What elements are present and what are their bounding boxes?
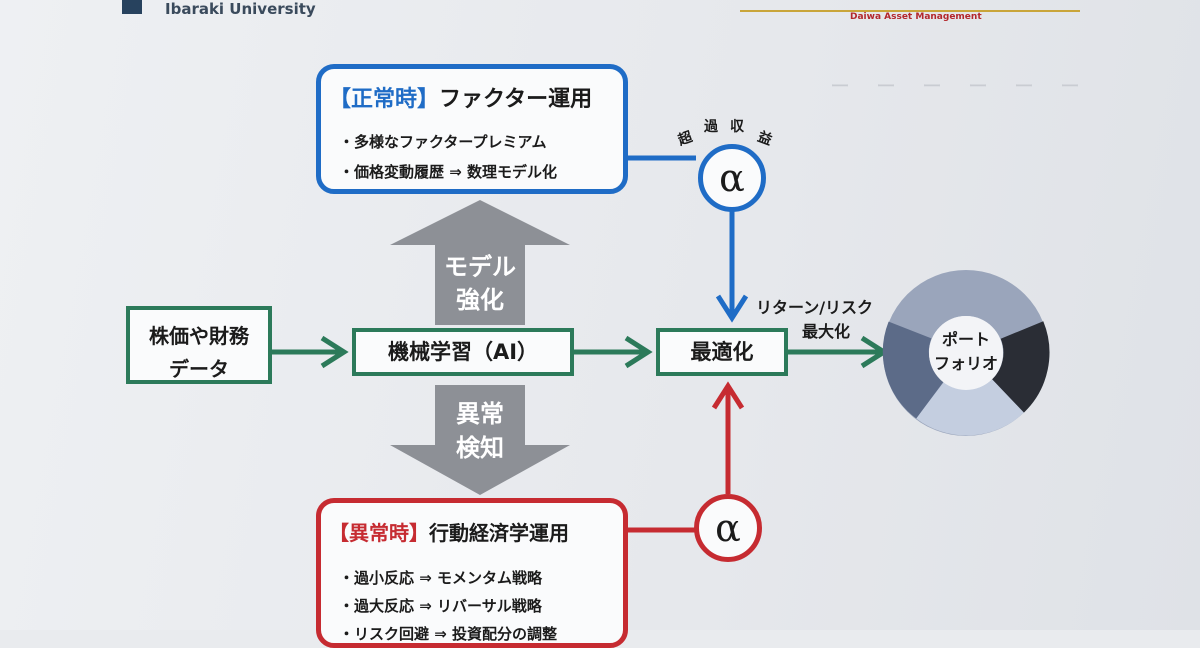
machine-learning-box: 機械学習（AI） [352, 328, 574, 376]
normal-tag: 【正常時】 [329, 87, 440, 112]
daiwa-logo-text: Daiwa Asset Management [850, 12, 982, 22]
optimize-box: 最適化 [656, 328, 788, 376]
ibaraki-logo-text: Ibaraki University [165, 0, 316, 18]
input-data-line1: 株価や財務 [149, 324, 249, 348]
daiwa-logo-rule [740, 10, 1080, 12]
portfolio-line1: ポート [941, 330, 990, 349]
abnormal-tag: 【異常時】 [329, 521, 429, 545]
model-enhance-line1: モデル [444, 253, 516, 281]
normal-item-1: ・多様なファクタープレミアム [339, 133, 547, 151]
normal-title: ファクター運用 [439, 87, 593, 112]
normal-item-2: ・価格変動履歴 ⇒ 数理モデル化 [339, 163, 558, 181]
abnormal-item-1: ・過小反応 ⇒ モメンタム戦略 [339, 569, 543, 587]
normal-factor-box: 【正常時】ファクター運用 ・多様なファクタープレミアム ・価格変動履歴 ⇒ 数理… [316, 64, 628, 194]
return-risk-line2: 最大化 [802, 322, 851, 341]
input-data-line2: データ [169, 357, 229, 381]
optimize-label: 最適化 [690, 340, 754, 364]
portfolio-donut-chart [882, 270, 1050, 436]
return-risk-line1: リターン/リスク [756, 298, 874, 317]
alpha-red-circle: α [694, 494, 762, 562]
alpha-blue-symbol: α [719, 156, 745, 200]
model-enhance-arrow [390, 200, 570, 325]
abnormal-behavioral-box: 【異常時】行動経済学運用 ・過小反応 ⇒ モメンタム戦略 ・過大反応 ⇒ リバー… [316, 498, 628, 648]
abnormal-item-3: ・リスク回避 ⇒ 投資配分の調整 [339, 625, 558, 643]
abnormal-item-2: ・過大反応 ⇒ リバーサル戦略 [339, 597, 542, 615]
portfolio-line2: フォリオ [933, 354, 998, 373]
excess-return-char-2: 過 [704, 119, 718, 135]
ibaraki-logo-mark [122, 0, 142, 14]
machine-learning-label: 機械学習（AI） [387, 340, 539, 364]
excess-return-char-3: 収 [730, 119, 744, 135]
alpha-red-symbol: α [715, 506, 741, 550]
background-text: ー ー ー ー ー ー [830, 74, 1083, 98]
anomaly-detect-arrow [390, 385, 570, 495]
alpha-blue-circle: α [698, 144, 766, 212]
model-enhance-line2: 強化 [456, 286, 504, 314]
diagram-connectors [272, 155, 1050, 533]
anomaly-detect-line2: 検知 [456, 434, 504, 462]
input-data-box: 株価や財務 データ [126, 306, 272, 384]
abnormal-title: 行動経済学運用 [429, 521, 569, 545]
anomaly-detect-line1: 異常 [456, 400, 504, 428]
